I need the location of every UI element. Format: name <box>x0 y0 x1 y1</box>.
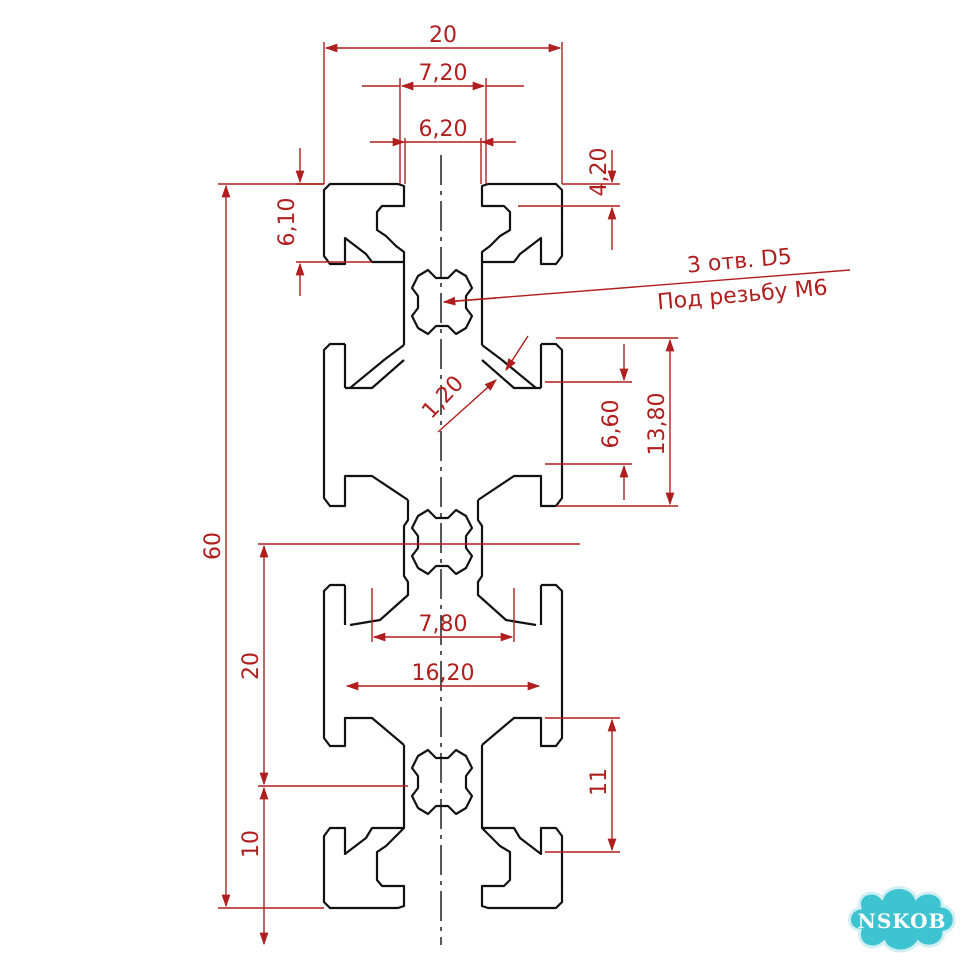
note-line-1: 3 отв. D5 <box>686 244 793 278</box>
dim-side-slot: 11 <box>587 768 612 796</box>
cloud-badge <box>848 886 956 953</box>
aluminum-profile-section <box>322 155 564 945</box>
dim-slot-height: 6,10 <box>275 198 300 247</box>
upper-cavity-right <box>481 344 543 390</box>
upper-cavity-left <box>343 344 405 390</box>
bottom-cap-left <box>322 826 406 910</box>
side-flange-left-1 <box>322 342 409 508</box>
dimension-lines <box>218 42 851 946</box>
dim-top-width: 20 <box>429 23 457 48</box>
top-cap-left <box>322 182 406 266</box>
dim-inner-slot: 6,60 <box>599 400 624 449</box>
top-cap-right <box>480 182 564 266</box>
lower-cavity <box>343 585 543 625</box>
dim-slot-outer: 7,20 <box>419 61 468 86</box>
dim-slot-inner: 6,20 <box>419 117 468 142</box>
center-hole-1 <box>410 268 474 336</box>
dim-wall: 1,20 <box>417 371 469 424</box>
side-flange-right-2 <box>481 583 564 748</box>
side-flange-left-2 <box>322 583 405 748</box>
logo-text: NSKOB <box>858 909 947 933</box>
center-hole-2 <box>410 508 474 576</box>
bottom-cap-right <box>480 826 564 910</box>
dim-end-offset: 10 <box>239 830 264 858</box>
note-line-2: Под резьбу M6 <box>656 275 828 315</box>
dim-slot-depth: 4,20 <box>587 148 612 197</box>
middle-walls <box>349 500 537 627</box>
center-hole-3 <box>410 748 474 816</box>
dim-neck-width: 7,80 <box>419 612 468 637</box>
dim-pitch: 20 <box>239 652 264 680</box>
dim-cavity-width: 16,20 <box>412 661 475 686</box>
brand-logo: NSKOB <box>848 886 956 953</box>
dim-total-height: 60 <box>201 532 226 560</box>
dim-cavity-height: 13,80 <box>645 393 670 456</box>
hole-wall-1 <box>349 262 537 389</box>
